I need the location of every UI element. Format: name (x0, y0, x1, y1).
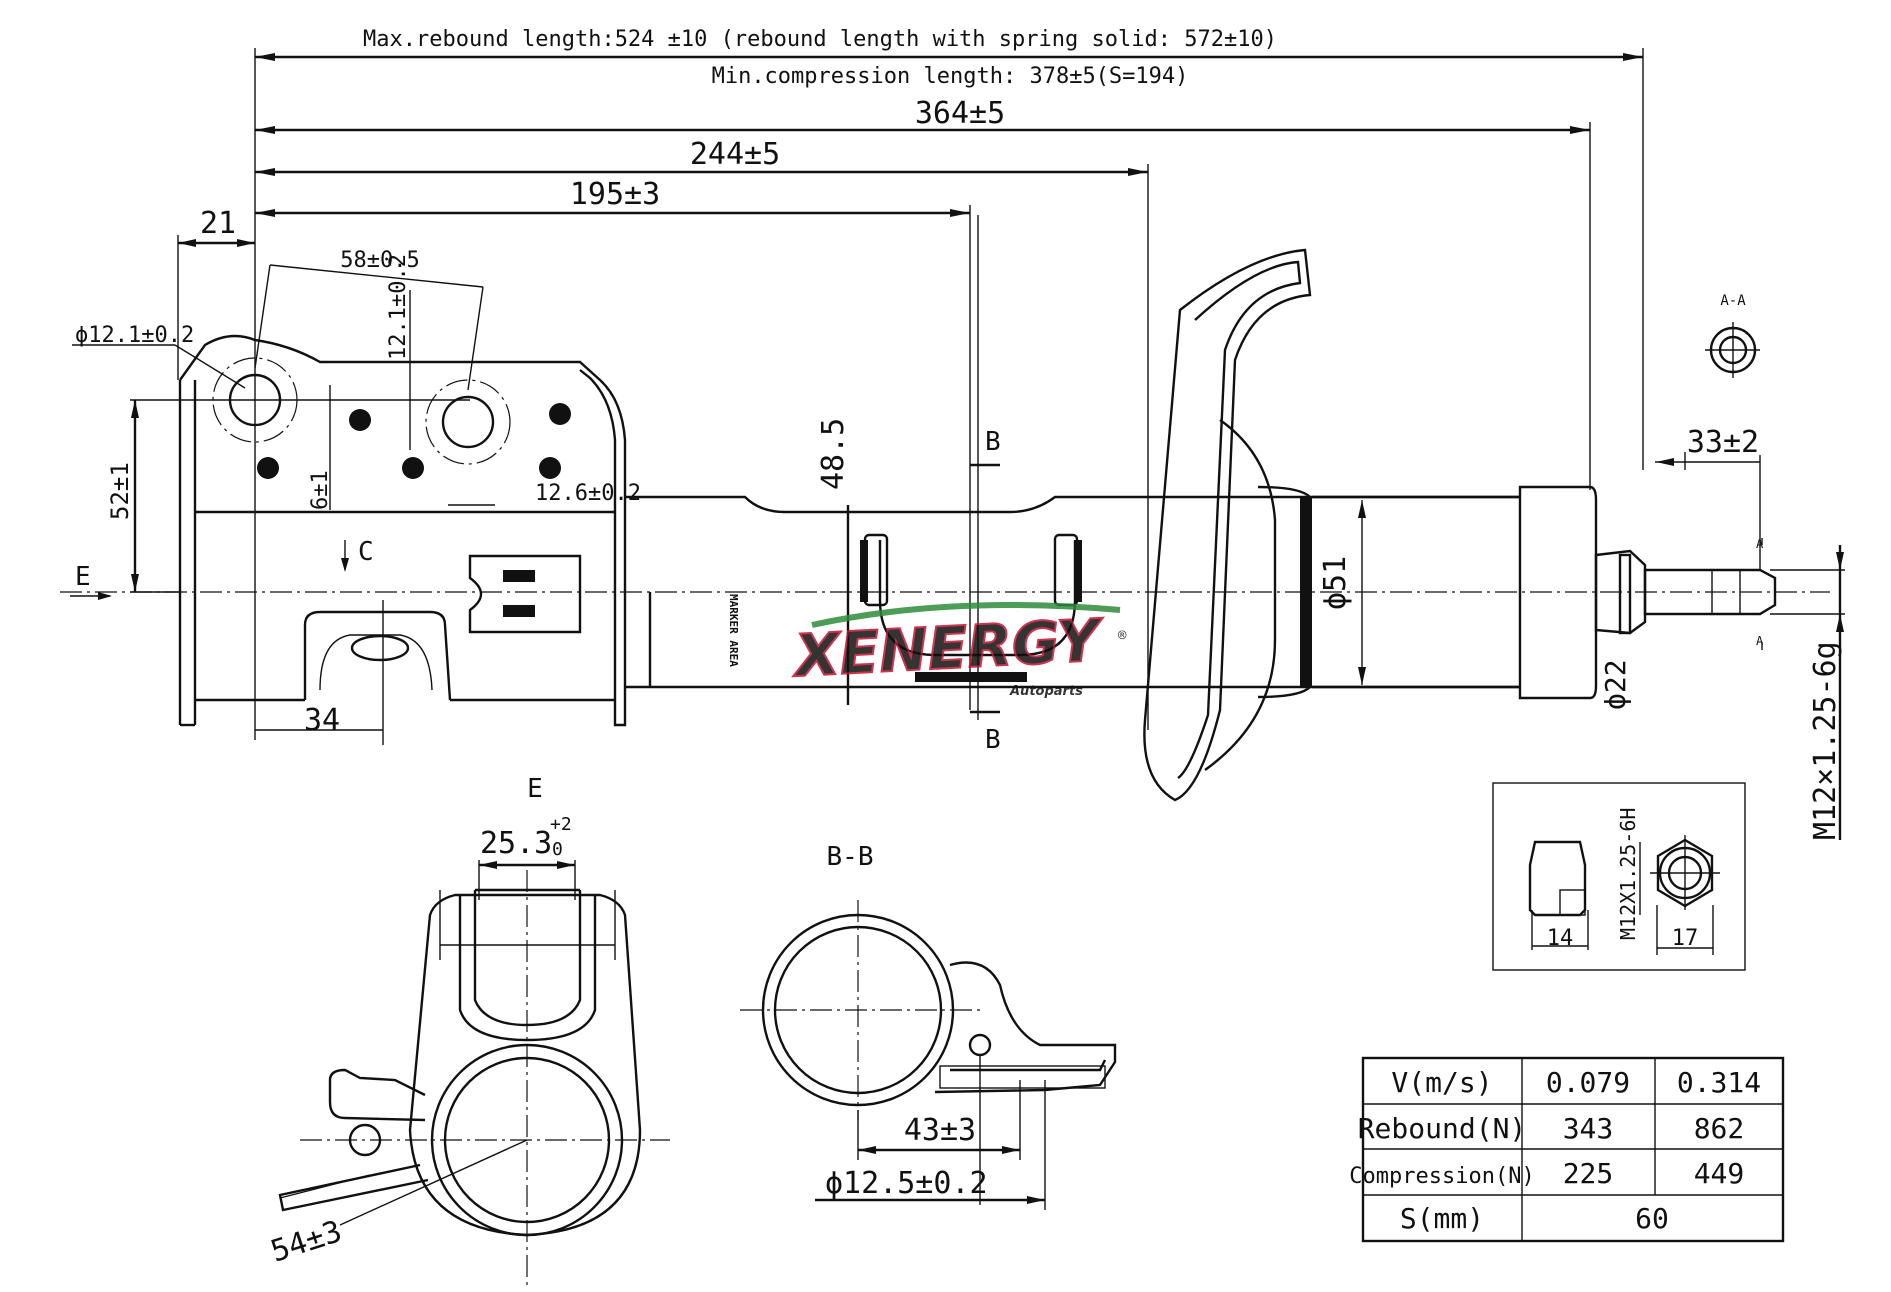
bracket-dimension-lines (72, 264, 495, 745)
dim-phi22-label: ϕ22 (1599, 659, 1632, 710)
dim-33-label: 33±2 (1687, 425, 1759, 460)
nut-detail-box (1492, 782, 1746, 971)
dim-12-1-vertical-label: 12.1±0.2 (386, 254, 411, 360)
table-cell-v1: 0.079 (1546, 1066, 1630, 1099)
table-header-compression: Compression(N) (1349, 1164, 1534, 1189)
shock-body (625, 215, 1777, 802)
view-c-label: C (358, 537, 374, 567)
dim-phi51-label: ϕ51 (1318, 556, 1353, 610)
min-compression-label: Min.compression length: 378±5(S=194) (712, 64, 1189, 89)
table-cell-rebound-1: 343 (1563, 1112, 1614, 1145)
thread-spec-label: M12×1.25-6g (1808, 641, 1843, 840)
max-rebound-label: Max.rebound length:524 ±10 (rebound leng… (363, 27, 1277, 52)
watermark-sub: Autoparts (1009, 684, 1083, 699)
table-cell-rebound-2: 862 (1694, 1112, 1745, 1145)
spec-table (1361, 1056, 1785, 1243)
detail-e-tol-lower-label: 0 (552, 839, 563, 860)
marker-area-label: MARKER AREA (727, 594, 740, 667)
detail-bb-view (740, 900, 1117, 1210)
overall-dimension-lines (177, 48, 1644, 740)
table-cell-v2: 0.314 (1677, 1066, 1761, 1099)
table-header-velocity: V(m/s) (1391, 1066, 1492, 1099)
table-header-stroke: S(mm) (1400, 1202, 1484, 1235)
dim-6-label: 6±1 (308, 470, 333, 510)
detail-e-tol-upper-label: +2 (550, 814, 572, 835)
nut-width-14-label: 14 (1547, 926, 1574, 951)
xenergy-watermark: XENERGY ® Autoparts (789, 602, 1127, 699)
table-cell-compression-1: 225 (1563, 1157, 1614, 1190)
view-e-arrow-label: E (75, 562, 91, 592)
dim-21-label: 21 (200, 206, 236, 241)
table-cell-stroke: 60 (1635, 1202, 1669, 1235)
rod-end-details (1655, 322, 1845, 840)
table-header-rebound: Rebound(N) (1358, 1112, 1527, 1145)
dim-34-label: 34 (304, 703, 340, 738)
dim-195-label: 195±3 (570, 177, 660, 212)
a-mark-top-label: A (1756, 537, 1764, 551)
dim-58-label: 58±0.5 (340, 248, 419, 273)
watermark-swoosh (811, 602, 1121, 628)
section-b-top-label: B (985, 427, 1001, 457)
mounting-bracket (60, 334, 1830, 727)
dim-phi12-1-label: ϕ12.1±0.2 (75, 323, 194, 348)
dim-244-label: 244±5 (690, 137, 780, 172)
view-markers (70, 540, 349, 600)
view-e-title-label: E (527, 774, 543, 804)
detail-bb-phi12-5-label: ϕ12.5±0.2 (825, 1166, 988, 1201)
dim-52-label: 52±1 (106, 462, 134, 520)
view-bb-title-label: B-B (827, 842, 874, 872)
aa-title-label: A-A (1720, 293, 1746, 309)
section-b-bottom-label: B (985, 725, 1001, 755)
table-cell-compression-2: 449 (1694, 1157, 1745, 1190)
detail-e-width-label: 25.3 (480, 826, 552, 861)
detail-e-angle-label: 54±3 (267, 1214, 347, 1270)
nut-thread-label: M12X1.25-6H (1616, 808, 1640, 940)
watermark-registered: ® (1118, 628, 1127, 644)
dim-364-label: 364±5 (915, 96, 1005, 131)
dim-48-5-label: 48.5 (816, 418, 851, 490)
a-mark-bottom-label: A (1756, 634, 1764, 648)
dim-12-6-label: 12.6±0.2 (535, 481, 641, 506)
detail-e-view (278, 860, 670, 1285)
detail-bb-43-label: 43±3 (904, 1113, 976, 1148)
nut-width-17-label: 17 (1672, 926, 1699, 951)
